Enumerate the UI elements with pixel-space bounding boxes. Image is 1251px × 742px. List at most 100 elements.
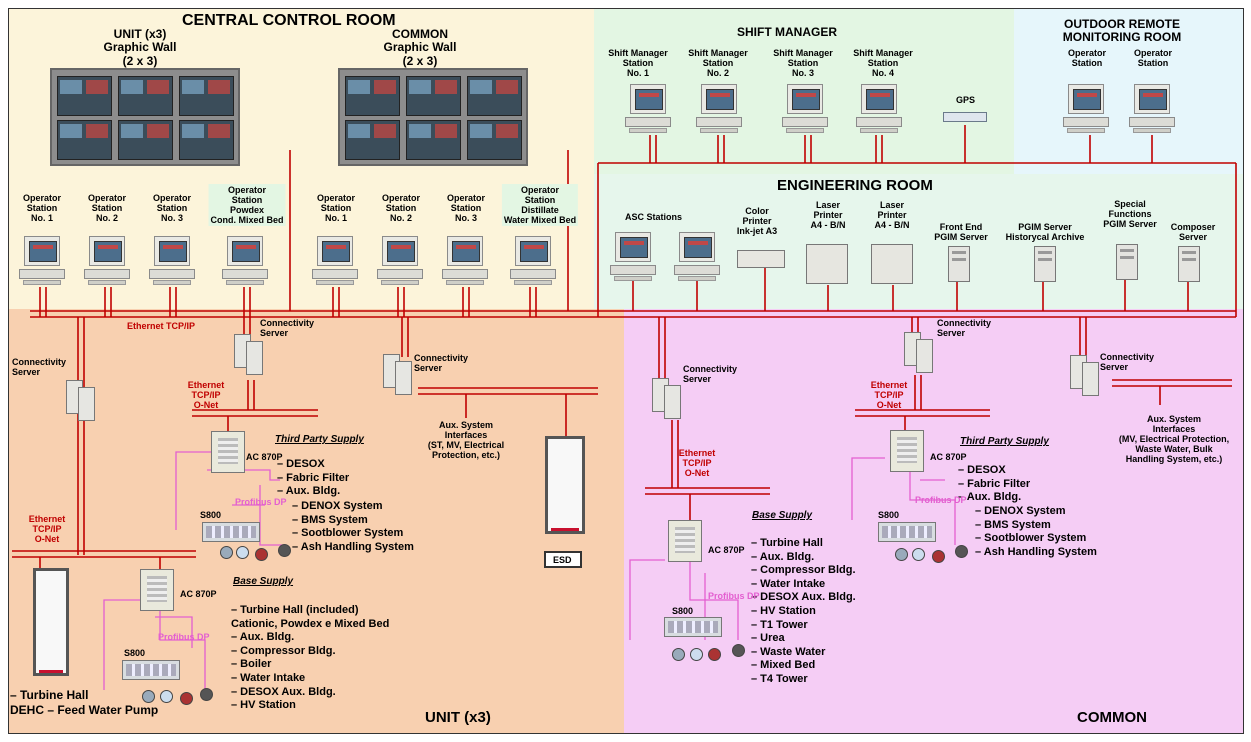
common-operator-2-label: OperatorStationNo. 2 (382, 193, 420, 223)
common-base-ac870p-controller-icon (668, 520, 702, 562)
unit-graphic-wall-label: UNIT (x3)Graphic Wall(2 x 3) (104, 28, 177, 68)
color-printer-icon (737, 250, 785, 268)
common-zone-title: COMMON (1077, 710, 1147, 727)
unit-connectivity-server-3-icon (383, 354, 413, 396)
common-base-actuator-icon (732, 644, 745, 657)
common-base-ac870p-label: AC 870P (708, 545, 745, 555)
common-base-sensor-icon (690, 648, 703, 661)
unit-operator-1-label: OperatorStationNo. 1 (23, 193, 61, 223)
unit-operator-3-computer-icon (149, 236, 195, 286)
laser-printer-1-label: LaserPrinterA4 - B/N (810, 200, 845, 230)
unit-graphic-wall (50, 68, 240, 166)
unit-third-party-title: Third Party Supply (275, 434, 364, 445)
common-third-s800-rack-icon (878, 522, 936, 542)
special-functions-label: SpecialFunctionsPGIM Server (1103, 199, 1157, 229)
shift-station-1-label: Shift ManagerStationNo. 1 (608, 48, 668, 78)
unit-zone-title: UNIT (x3) (425, 710, 491, 727)
common-base-motor-icon (708, 648, 721, 661)
common-third-party-title: Third Party Supply (960, 436, 1049, 447)
asc-station-2-computer-icon (674, 232, 720, 282)
common-third-ac870p-controller-icon (890, 430, 924, 472)
gps-receiver-icon (943, 112, 987, 122)
shift-station-3-label: Shift ManagerStationNo. 3 (773, 48, 833, 78)
unit-turbine-cabinet (33, 568, 69, 676)
shift-station-2-computer-icon (696, 84, 742, 134)
unit-third-party-sublist: – DENOX System– BMS System– Sootblower S… (292, 500, 414, 554)
esd-label: ESD (553, 555, 572, 565)
front-end-pgim-server-icon (948, 246, 970, 282)
unit-base-s800-rack-icon (122, 660, 180, 680)
common-third-party-sublist: – DENOX System– BMS System– Sootblower S… (975, 505, 1097, 559)
unit-third-motor-icon (255, 548, 268, 561)
common-third-valve-icon (895, 548, 908, 561)
unit-third-ac870p-controller-icon (211, 431, 245, 473)
common-third-ac870p-label: AC 870P (930, 452, 967, 462)
composer-server-icon (1178, 246, 1200, 282)
common-connectivity-server-1-icon (652, 378, 682, 420)
turbine-hall-list: – Turbine Hall DEHC – Feed Water Pump (10, 688, 158, 718)
unit-aux-system-label: Aux. SystemInterfaces(ST, MV, Electrical… (428, 420, 504, 460)
esd-cabinet (545, 436, 585, 534)
outdoor-monitoring-title: OUTDOOR REMOTEMONITORING ROOM (1063, 18, 1181, 45)
shift-station-1-computer-icon (625, 84, 671, 134)
common-operator-1-computer-icon (312, 236, 358, 286)
outdoor-station-2-computer-icon (1129, 84, 1175, 134)
common-base-profibus-label: Profibus DP (708, 591, 760, 601)
unit-base-motor-icon (180, 692, 193, 705)
common-third-profibus-label: Profibus DP (915, 495, 967, 505)
common-base-supply-title: Base Supply (752, 510, 812, 521)
central-control-room-title: CENTRAL CONTROL ROOM (182, 12, 396, 30)
common-connectivity-server-2-icon (904, 332, 934, 374)
unit-connectivity-server-2-icon (234, 334, 264, 376)
special-functions-server-icon (1116, 244, 1138, 280)
unit-third-s800-label: S800 (200, 510, 221, 520)
unit-base-profibus-label: Profibus DP (158, 632, 210, 642)
unit-third-profibus-label: Profibus DP (235, 497, 287, 507)
common-third-motor-icon (932, 550, 945, 563)
unit-third-s800-rack-icon (202, 522, 260, 542)
common-third-sensor-icon (912, 548, 925, 561)
common-base-valve-icon (672, 648, 685, 661)
unit-operator-2-computer-icon (84, 236, 130, 286)
common-onet-label-1: EthernetTCP/IPO-Net (679, 448, 716, 478)
common-third-party-list: – DESOX– Fabric Filter– Aux. Bldg. (958, 464, 1030, 505)
shift-manager-title: SHIFT MANAGER (737, 26, 837, 39)
shift-station-4-computer-icon (856, 84, 902, 134)
unit-base-supply-title: Base Supply (233, 576, 293, 587)
unit-third-party-list: – DESOX– Fabric Filter– Aux. Bldg. (277, 458, 349, 499)
unit-base-ac870p-label: AC 870P (180, 589, 217, 599)
pgim-archive-server-icon (1034, 246, 1056, 282)
asc-station-1-computer-icon (610, 232, 656, 282)
common-base-supply-list: – Turbine Hall– Aux. Bldg.– Compressor B… (751, 537, 856, 687)
unit-connectivity-server-1-icon (66, 380, 96, 422)
common-graphic-wall (338, 68, 528, 166)
unit-operator-powdex-computer-icon (222, 236, 268, 286)
unit-base-valve-icon (142, 690, 155, 703)
common-operator-3-computer-icon (442, 236, 488, 286)
unit-base-sensor-icon (160, 690, 173, 703)
unit-base-supply-list: – Turbine Hall (included) Cationic, Powd… (231, 604, 389, 713)
